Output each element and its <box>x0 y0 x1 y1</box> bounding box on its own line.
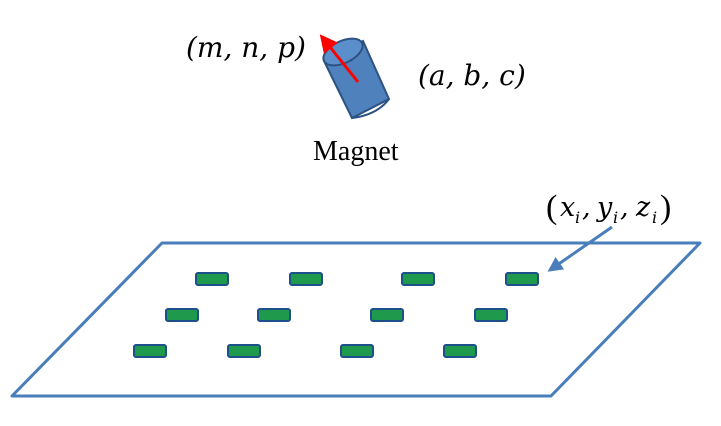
sensor-row-1 <box>195 272 539 286</box>
sensor-pointer-arrow <box>547 225 613 272</box>
position-label: (a, b, c) <box>418 59 526 92</box>
sensor-chip <box>227 344 261 358</box>
sensor-chip <box>133 344 167 358</box>
sensor-chip <box>474 308 508 322</box>
sensor-label-close-paren: ) <box>660 189 671 226</box>
sensor-label-open-paren: ( <box>546 189 557 226</box>
sensor-chip <box>443 344 477 358</box>
sensor-chip <box>370 308 404 322</box>
sensor-label-comma-2: , <box>620 192 629 223</box>
magnet-bottom-cap <box>351 98 390 119</box>
sensor-label-y: y <box>596 192 613 223</box>
sensor-chip <box>257 308 291 322</box>
sensor-label-x-subscript: i <box>575 208 580 227</box>
sensor-label: ( x i , y i , z i ) <box>546 189 671 227</box>
moment-label: (m, n, p) <box>186 31 306 64</box>
sensor-chip <box>195 272 229 286</box>
sensor-row-2 <box>165 308 508 322</box>
sensor-chip <box>289 272 323 286</box>
magnet-caption: Magnet <box>313 136 399 167</box>
sensor-label-z: z <box>635 192 651 223</box>
sensor-label-y-subscript: i <box>613 208 618 227</box>
sensor-chip <box>505 272 539 286</box>
moment-arrow <box>319 34 360 83</box>
sensor-chip <box>165 308 199 322</box>
sensor-chip <box>340 344 374 358</box>
sensor-label-x: x <box>560 192 575 223</box>
sensor-label-comma-1: , <box>582 192 591 223</box>
sensor-chip <box>401 272 435 286</box>
sensor-row-3 <box>133 344 477 358</box>
sensor-label-z-subscript: i <box>652 208 657 227</box>
sensor-plate <box>10 241 702 398</box>
